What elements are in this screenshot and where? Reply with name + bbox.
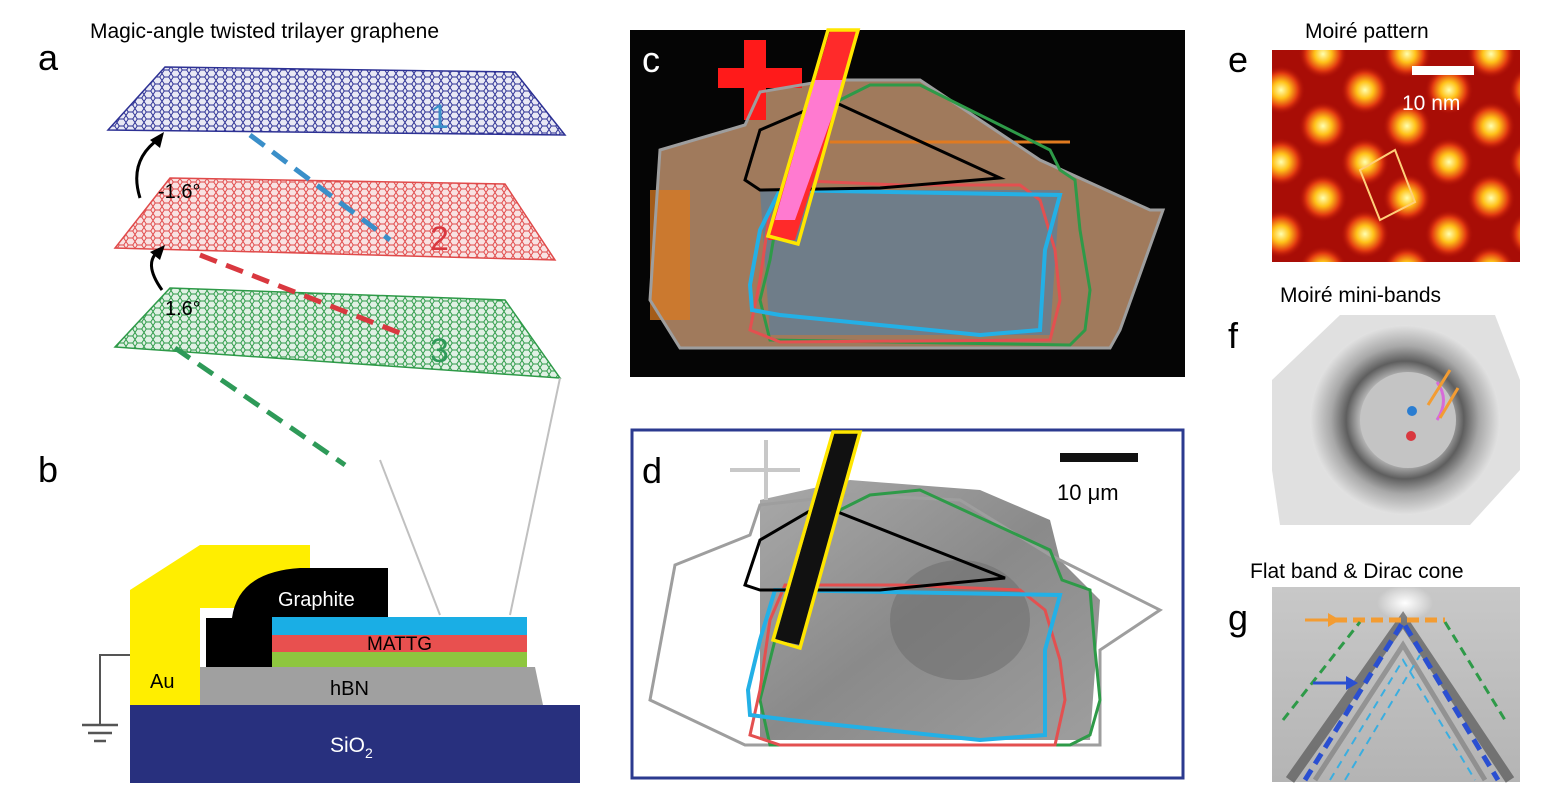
outline-red-d: [748, 583, 1067, 747]
outline-cyan: [747, 187, 1063, 338]
panel-a-title: Magic-angle twisted trilayer graphene: [90, 20, 439, 43]
zoom-line-right: [509, 377, 561, 616]
outline-black-d: [743, 503, 1006, 592]
graphite-label: Graphite: [278, 589, 355, 611]
panel-f-title: Moiré mini-bands: [1280, 284, 1441, 307]
stm-dark-region: [890, 560, 1030, 680]
panel-e-letter: e: [1228, 39, 1248, 80]
dirac-cone-blue-dashed: [1302, 617, 1501, 782]
panel-e: e Moiré pattern 10 nm: [1228, 20, 1520, 262]
mattg-top-layer: [272, 617, 527, 635]
panel-f: f Moiré mini-bands: [1228, 284, 1520, 525]
rotation-arrowhead-bottom: [150, 245, 165, 260]
bandmap-dot-blue: [1407, 406, 1417, 416]
panel-g: g Flat band & Dirac cone: [1228, 560, 1520, 783]
mattg-label: MATTG: [367, 634, 432, 655]
dirac-cone-inner: [1312, 640, 1488, 782]
dispersion-glow: [1377, 585, 1433, 621]
bandmap-arrow-upper: [1426, 369, 1452, 406]
bandmap-center: [1360, 372, 1456, 468]
scalebar-d: [1060, 453, 1138, 462]
probe-pink: [775, 80, 845, 220]
bandmap-dot-red: [1406, 431, 1416, 441]
bandmap-arrow-lower: [1438, 387, 1460, 419]
panel-b: b SiO2 Au hBN Graphite MATTG: [38, 449, 580, 783]
moire-image: [1272, 50, 1520, 262]
mattg-bottom-layer: [272, 652, 527, 667]
flat-band-arrowhead: [1328, 613, 1340, 627]
scalebar-e-label: 10 nm: [1402, 92, 1460, 115]
layer-label-3: 3: [430, 332, 449, 370]
flake-blue-region: [760, 190, 1060, 335]
band-green-left: [1281, 621, 1362, 721]
panel-a-letter: a: [38, 37, 59, 78]
ground-wire: [99, 654, 130, 725]
angle-bottom-label: 1.6°: [165, 298, 201, 320]
outline-flake: [648, 78, 1166, 350]
dirac-arrowhead: [1346, 676, 1358, 690]
hbn-layer: [200, 667, 543, 705]
au-label: Au: [150, 671, 174, 693]
rotation-arrowhead-top: [150, 132, 164, 148]
angle-top-label: -1.6°: [158, 181, 200, 203]
panel-e-title: Moiré pattern: [1305, 20, 1429, 43]
scalebar-e: [1412, 66, 1474, 75]
panel-d-letter: d: [642, 450, 662, 491]
band-green-right: [1443, 621, 1507, 721]
rotation-arrow-top: [135, 136, 161, 199]
panel-g-title: Flat band & Dirac cone: [1250, 560, 1464, 583]
dirac-cone-dark: [1285, 611, 1515, 783]
sio2-substrate: [130, 705, 580, 783]
axis-layer-2: [199, 252, 406, 338]
band-cyan-extra: [1344, 654, 1421, 781]
outline-flake-d: [648, 493, 1163, 747]
probe-outline-yellow: [765, 28, 861, 247]
axis-layer-1: [248, 133, 392, 242]
outline-cyan-d: [745, 587, 1063, 743]
axis-layer-3: [173, 345, 347, 468]
zoom-line-left: [379, 459, 441, 616]
alignment-cross-vertical: [744, 40, 766, 120]
layer-label-2: 2: [430, 220, 449, 258]
hbn-label: hBN: [330, 678, 369, 700]
panel-f-letter: f: [1228, 315, 1239, 356]
moire-unit-cell: [1358, 148, 1417, 222]
outline-black: [743, 98, 1006, 192]
sio2-label: SiO2: [330, 734, 373, 761]
scalebar-d-label: 10 μm: [1057, 480, 1119, 505]
probe-dark: [775, 430, 862, 645]
panel-b-letter: b: [38, 449, 58, 490]
graphene-layer-2: [113, 177, 557, 261]
graphene-layer-1: [106, 66, 567, 136]
panel-a: a Magic-angle twisted trilayer graphene …: [38, 20, 567, 616]
panel-c-letter: c: [642, 39, 660, 80]
band-cyan-inner: [1329, 658, 1476, 781]
probe-outline-yellow-d: [770, 430, 863, 651]
panel-c: c: [630, 28, 1185, 377]
panel-d: d 10 μm: [630, 428, 1185, 780]
panel-g-letter: g: [1228, 597, 1248, 638]
layer-label-1: 1: [430, 98, 449, 136]
mattg-middle-layer: [272, 635, 527, 652]
